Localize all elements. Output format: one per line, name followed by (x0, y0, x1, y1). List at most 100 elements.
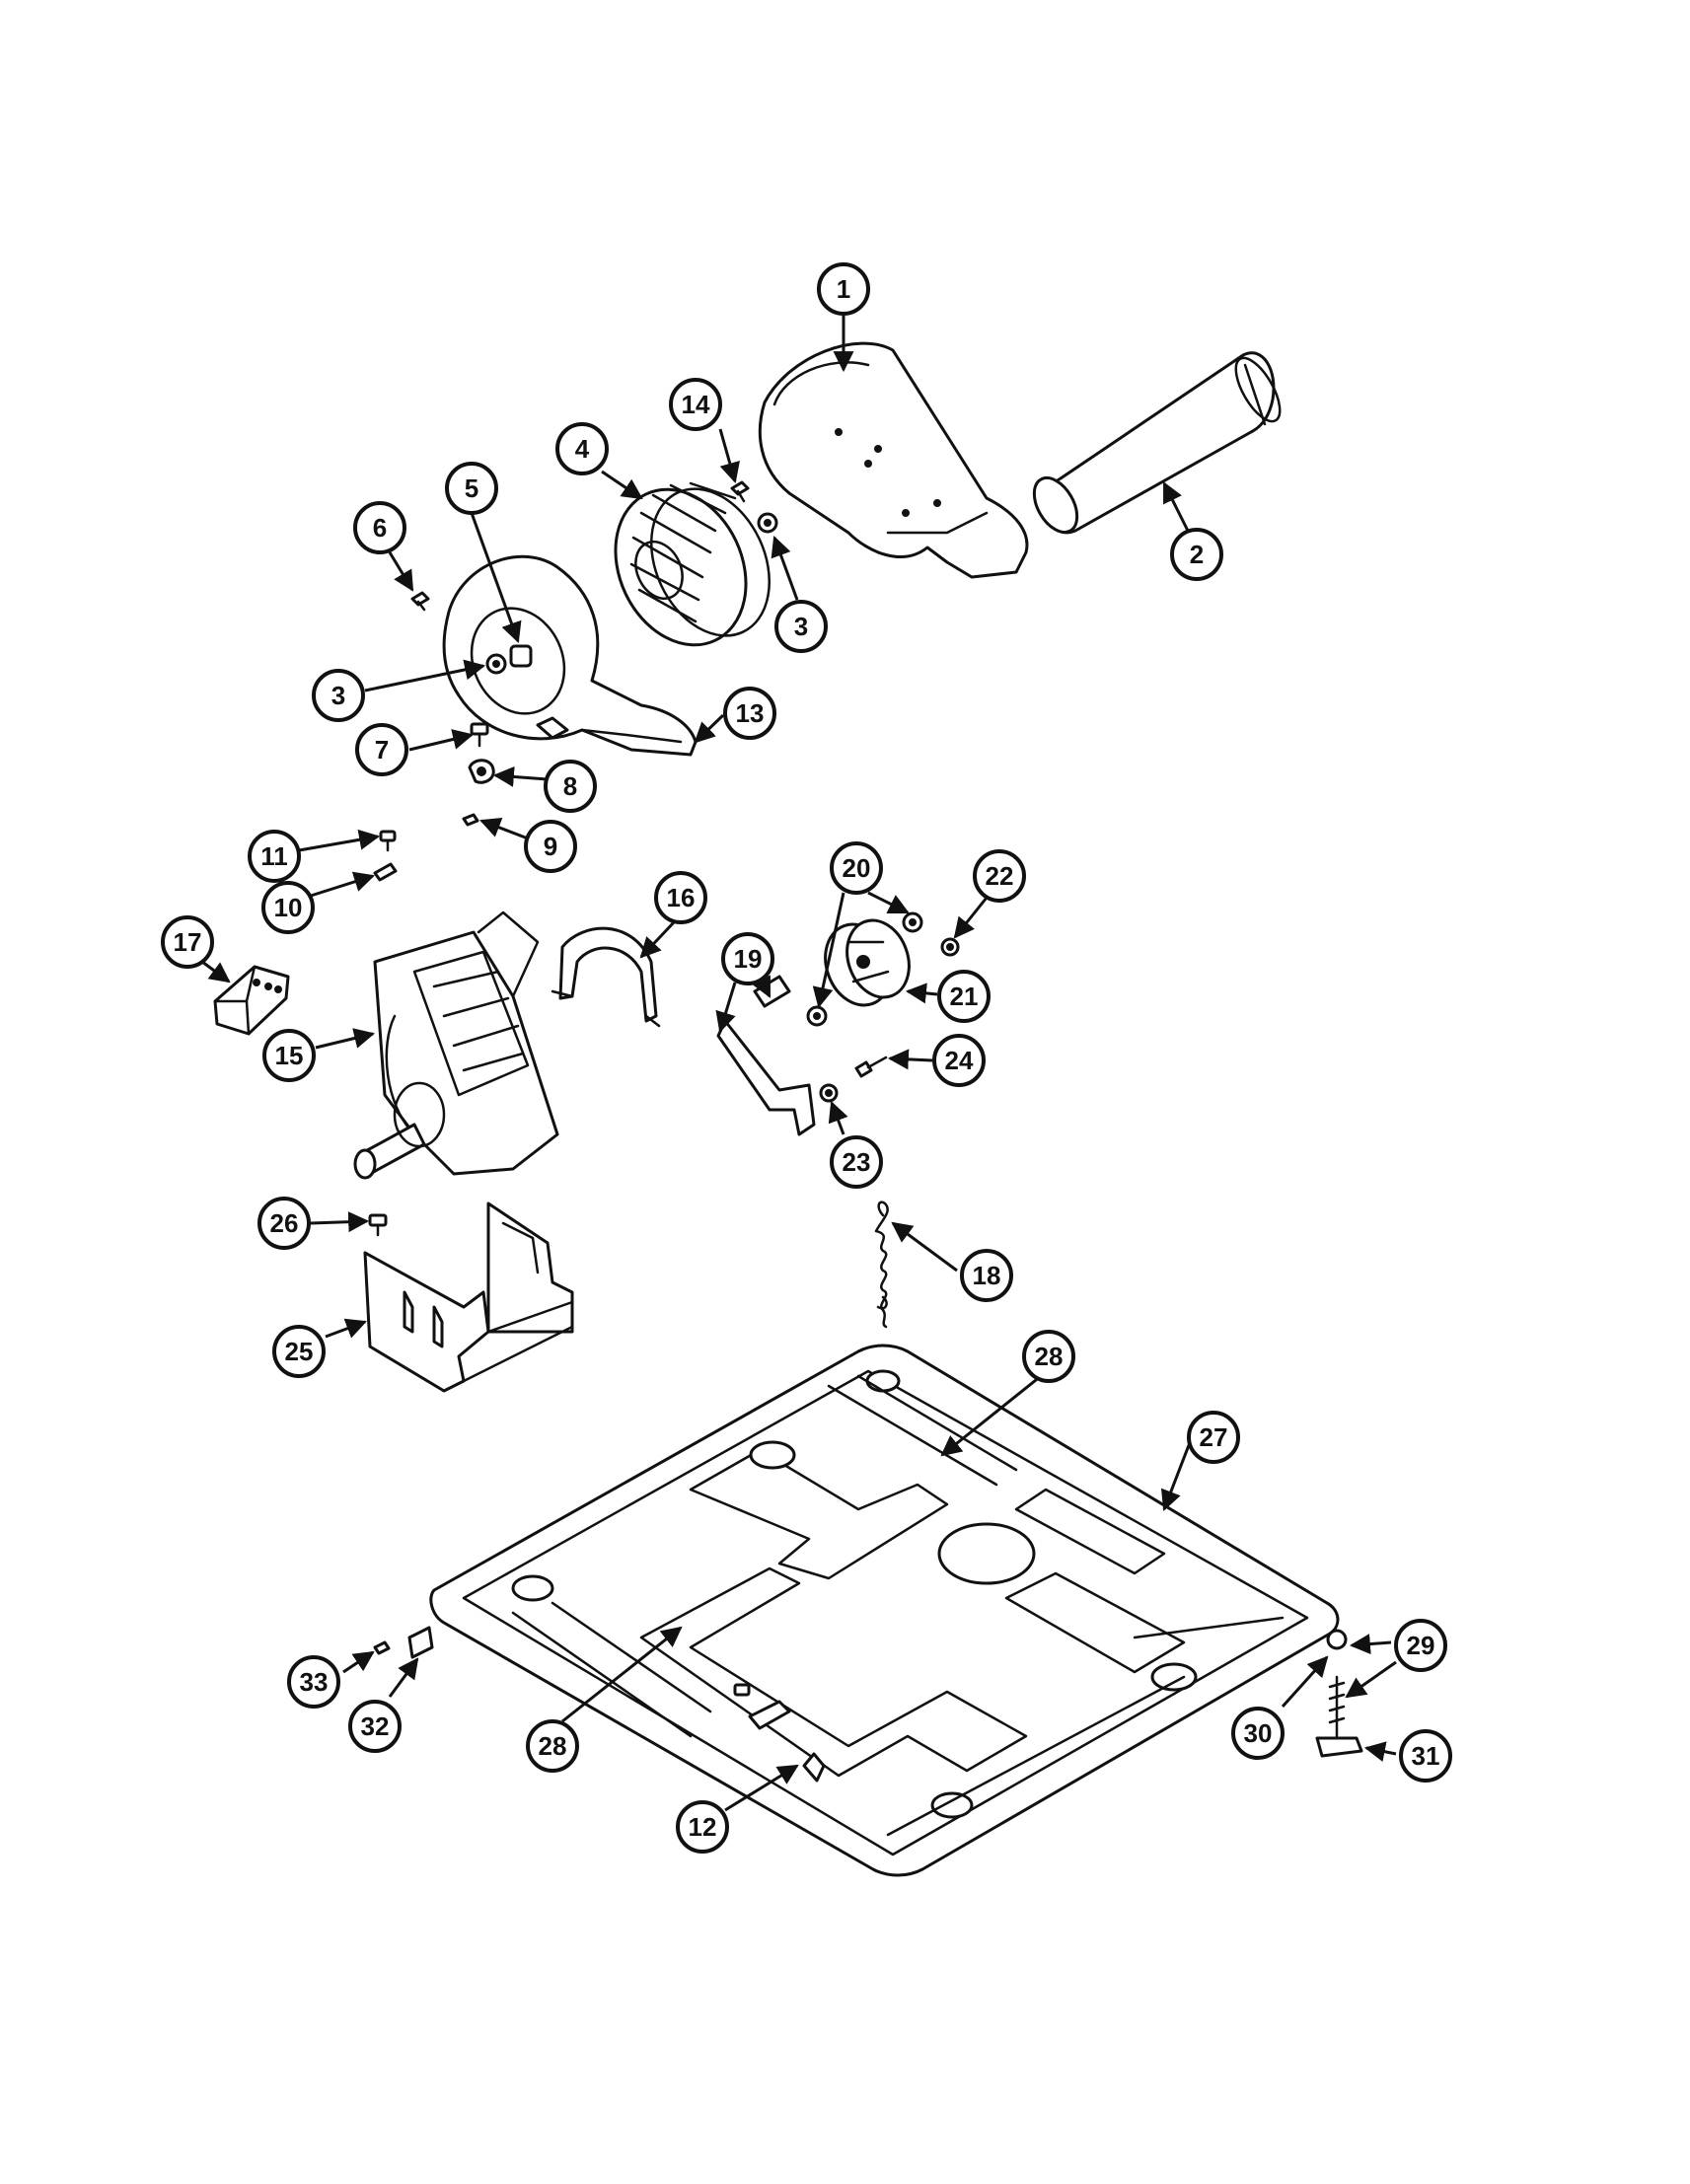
callout-33: 33 (287, 1655, 340, 1709)
leader-28a (940, 1374, 1042, 1457)
callout-19: 19 (721, 932, 774, 985)
callout-11: 11 (248, 830, 301, 883)
callout-label: 31 (1412, 1741, 1440, 1771)
callout-label: 33 (300, 1667, 329, 1697)
washer-part-23 (819, 1083, 839, 1103)
leader-8 (492, 765, 549, 787)
motor-mount-part (363, 1201, 574, 1393)
callout-17: 17 (161, 915, 214, 969)
leader-7 (408, 729, 475, 752)
leader-27 (1160, 1444, 1191, 1511)
callout-label: 6 (373, 513, 387, 543)
callout-7: 7 (355, 723, 408, 776)
callout-label: 28 (1035, 1342, 1064, 1371)
leader-17 (201, 960, 231, 983)
screw-part-14 (730, 480, 750, 503)
leader-23 (828, 1101, 848, 1135)
callout-label: 12 (689, 1812, 717, 1842)
callout-24: 24 (932, 1034, 986, 1087)
screw-part-9 (462, 813, 479, 827)
leader-2 (1162, 481, 1191, 534)
callout-5: 5 (445, 462, 498, 515)
callout-label: 21 (950, 982, 979, 1011)
callout-label: 13 (736, 698, 765, 728)
callout-label: 30 (1244, 1718, 1273, 1748)
callout-label: 26 (270, 1208, 299, 1238)
callout-29: 29 (1394, 1619, 1447, 1672)
leader-14 (718, 428, 740, 484)
callout-10: 10 (261, 881, 315, 934)
screw-part-11 (379, 830, 397, 852)
callout-label: 16 (667, 883, 696, 912)
leader-4 (601, 470, 643, 500)
washer-part-3a (485, 653, 507, 675)
callout-20: 20 (830, 841, 883, 895)
screw-part-33 (373, 1640, 391, 1655)
callout-8: 8 (544, 760, 597, 813)
motor-strap-part (551, 926, 661, 1028)
callout-31: 31 (1399, 1729, 1452, 1783)
callout-32: 32 (348, 1700, 402, 1753)
leader-13 (694, 713, 725, 744)
callout-25: 25 (272, 1325, 326, 1378)
leader-lines (201, 316, 1397, 1812)
callout-label: 2 (1190, 540, 1204, 569)
exhaust-duct-part (1032, 351, 1282, 535)
spring-part (874, 1201, 889, 1329)
callout-6: 6 (353, 501, 406, 554)
callout-label: 20 (843, 853, 871, 883)
callout-26: 26 (257, 1197, 311, 1250)
callout-label: 32 (361, 1711, 390, 1741)
leader-20a (812, 892, 845, 1009)
callout-23: 23 (830, 1135, 883, 1189)
leader-33 (342, 1650, 375, 1674)
callout-label: 9 (544, 832, 557, 861)
callout-22: 22 (973, 849, 1026, 903)
bolt-part-24 (854, 1056, 888, 1078)
callout-label: 22 (986, 861, 1014, 891)
leader-20b (867, 891, 910, 914)
callout-9: 9 (524, 820, 577, 873)
clip-part-32 (407, 1626, 434, 1659)
callout-1: 1 (817, 262, 870, 316)
idler-pulley-part (824, 918, 911, 1007)
callout-label: 5 (465, 473, 478, 503)
callout-label: 10 (274, 893, 303, 922)
washer-part-22 (940, 937, 960, 957)
callout-28b: 28 (526, 1719, 579, 1773)
leader-5 (470, 512, 522, 643)
leader-21 (905, 983, 938, 1004)
leader-29a (1349, 1634, 1392, 1655)
motor-part (353, 910, 559, 1180)
pin-part-10 (373, 862, 398, 882)
idler-arm-part (716, 975, 816, 1136)
leader-22 (953, 897, 989, 939)
terminal-block-part (213, 965, 290, 1036)
callout-21: 21 (937, 970, 991, 1023)
screw-part-6 (410, 591, 430, 612)
leader-10 (310, 871, 376, 898)
callout-label: 1 (837, 274, 850, 304)
washer-part-20b (902, 911, 923, 933)
callout-3b: 3 (774, 600, 828, 653)
leader-3b (771, 536, 799, 601)
callout-15: 15 (262, 1029, 316, 1082)
callout-label: 27 (1200, 1422, 1228, 1452)
leader-19b (752, 975, 772, 998)
leader-28b (561, 1626, 683, 1723)
leader-18 (891, 1221, 958, 1273)
callout-13: 13 (723, 687, 776, 740)
leader-24 (887, 1049, 933, 1070)
callout-2: 2 (1170, 528, 1223, 581)
washer-part-3b (757, 512, 778, 534)
leader-29b (1345, 1660, 1397, 1699)
callout-28a: 28 (1022, 1330, 1075, 1383)
leveling-leg-part (1315, 1629, 1363, 1758)
leader-19a (715, 982, 737, 1034)
leader-31 (1363, 1741, 1397, 1763)
callout-label: 14 (682, 390, 710, 419)
leader-26 (310, 1211, 370, 1233)
callout-18: 18 (960, 1249, 1013, 1302)
leader-16 (639, 920, 676, 959)
callout-30: 30 (1231, 1707, 1285, 1760)
